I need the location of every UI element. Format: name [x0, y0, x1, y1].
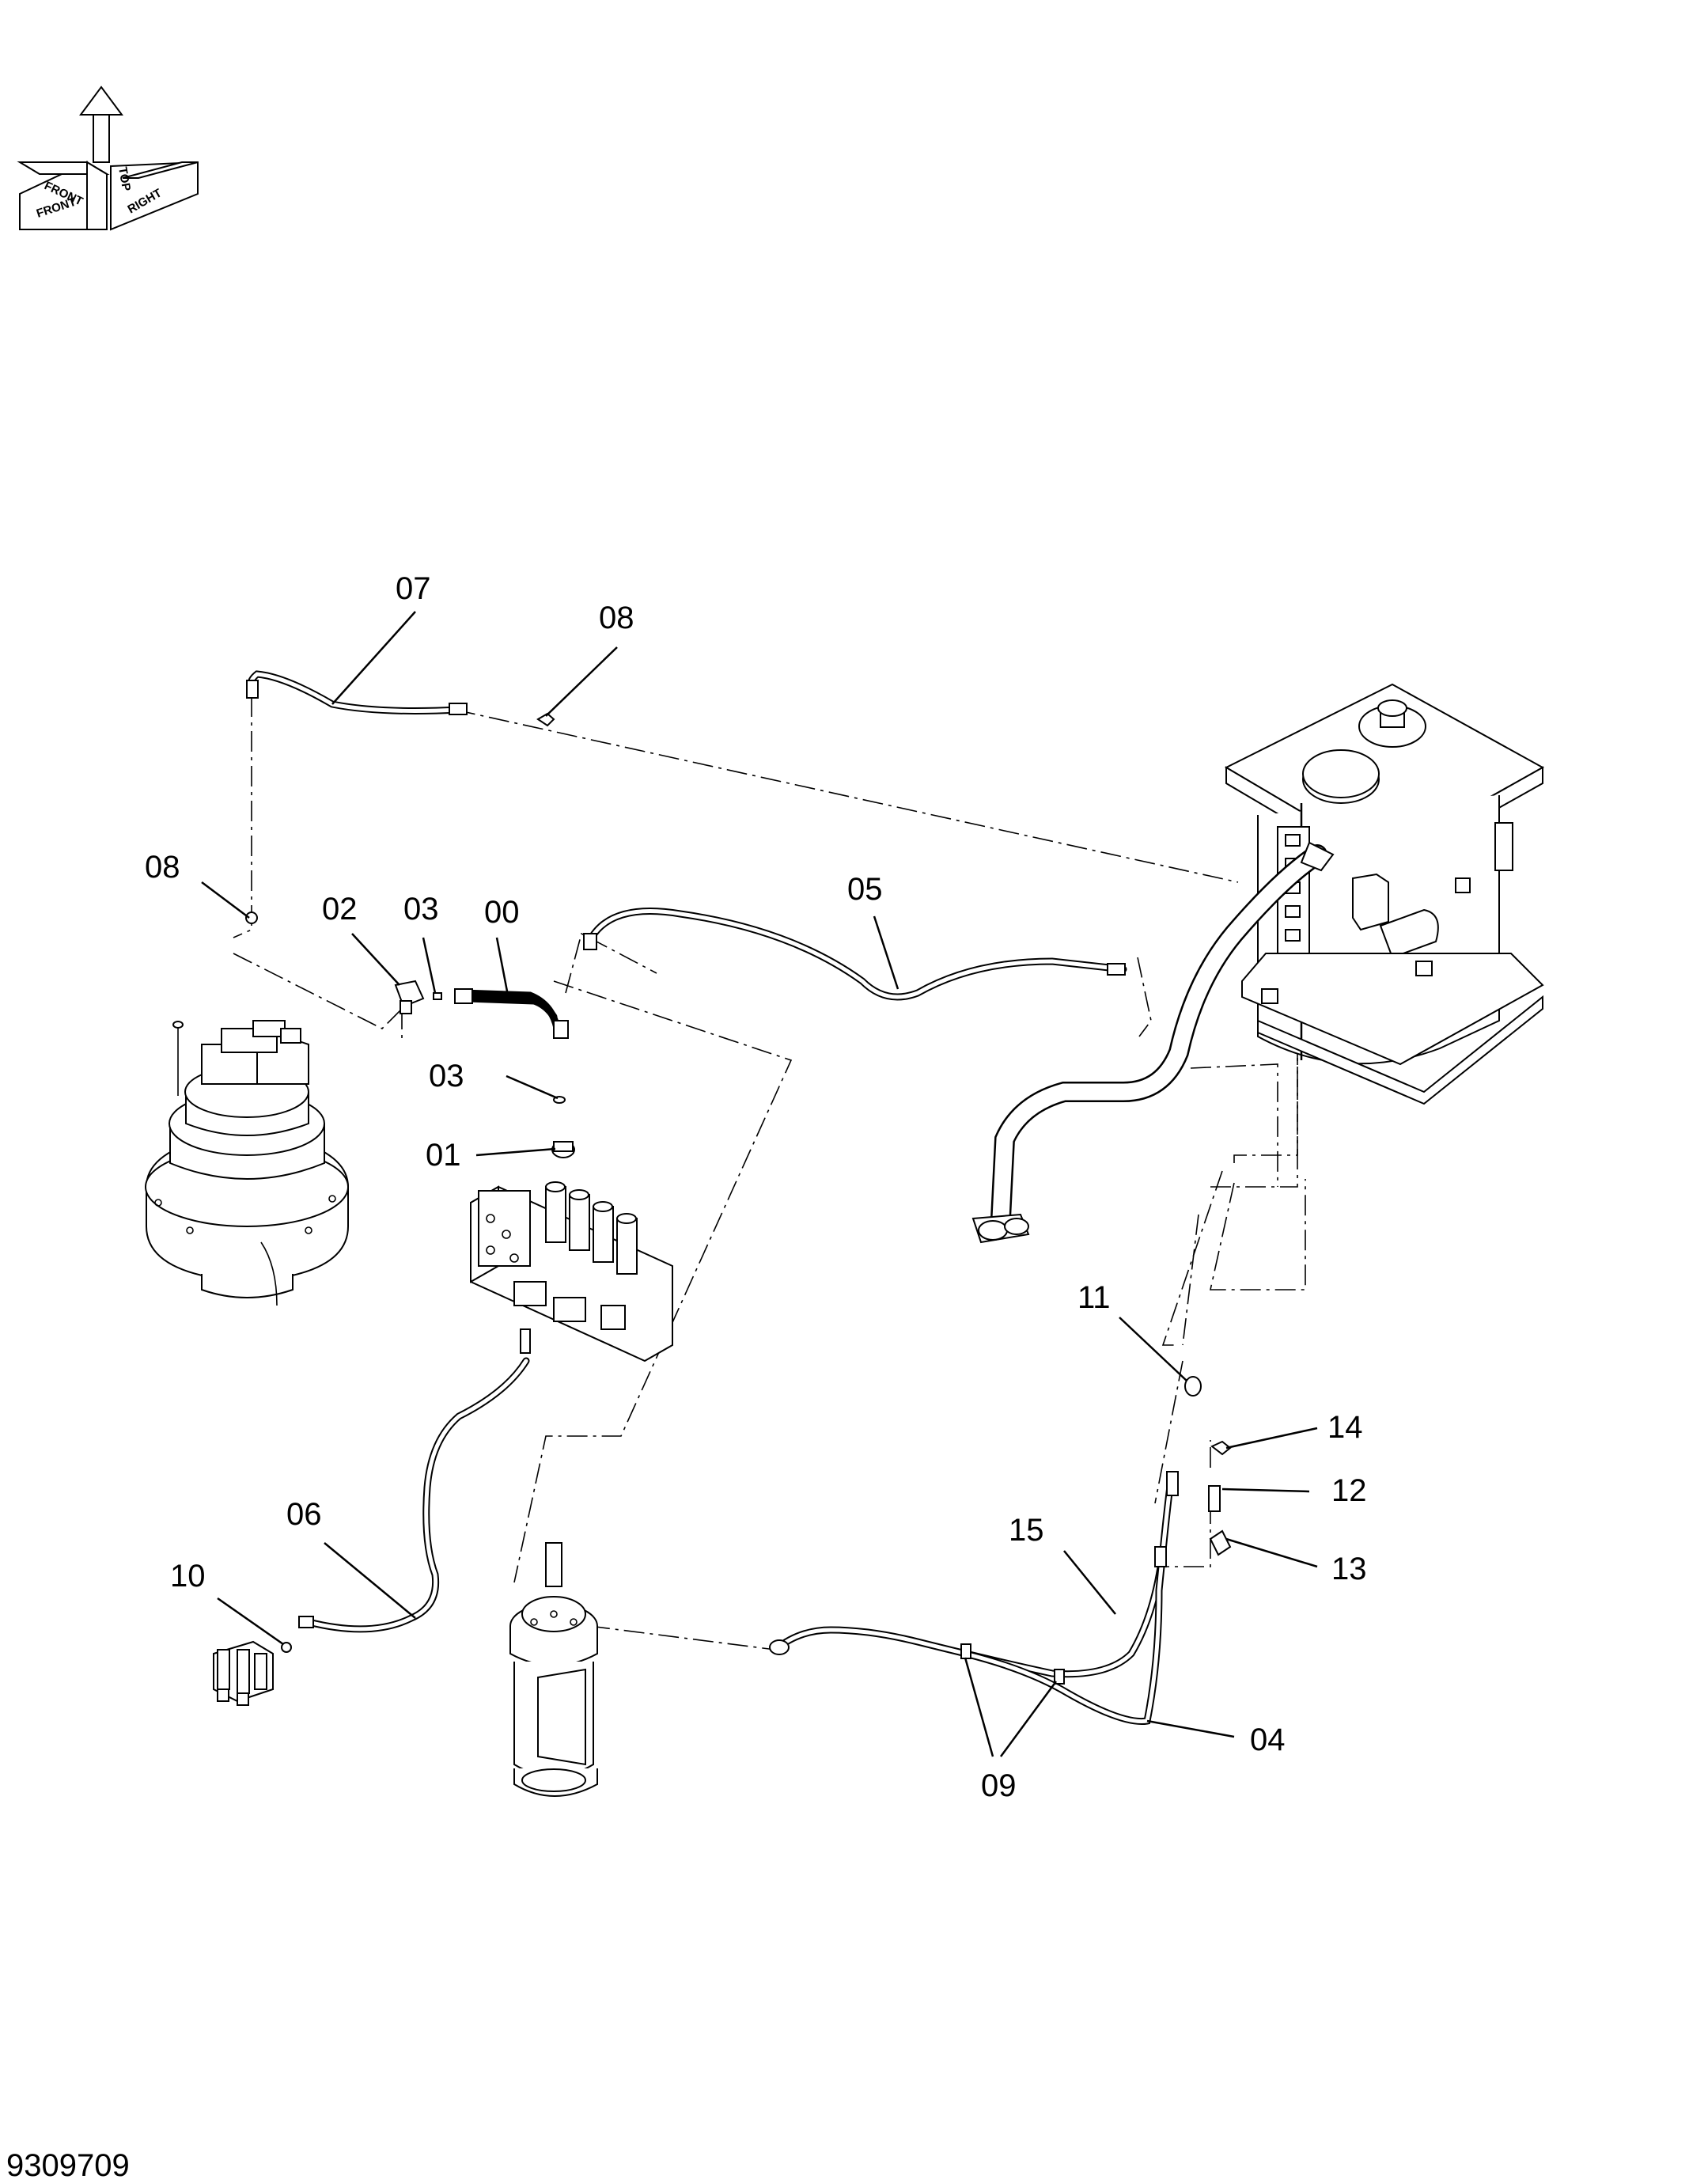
callout-04: 04	[1250, 1723, 1286, 1757]
callout-08-top: 08	[599, 601, 634, 635]
callout-00: 00	[484, 895, 520, 930]
pilot-valve	[213, 1640, 274, 1706]
callout-01: 01	[426, 1138, 461, 1173]
tank-return-hose	[971, 841, 1335, 1244]
callout-07: 07	[396, 571, 431, 606]
callout-05: 05	[847, 872, 883, 907]
control-valve	[470, 1181, 673, 1362]
callout-06: 06	[286, 1497, 322, 1532]
fittings	[245, 712, 1232, 1685]
drawing-number: 9309709	[6, 2148, 130, 2183]
orient-top-label: TOP	[116, 166, 133, 192]
callout-14: 14	[1327, 1410, 1363, 1445]
callout-03-top: 03	[403, 892, 439, 927]
hoses	[246, 670, 1179, 1726]
callout-10: 10	[170, 1559, 206, 1594]
callout-03-bottom: 03	[429, 1059, 464, 1093]
callout-12: 12	[1331, 1473, 1367, 1508]
swing-motor	[145, 1020, 349, 1306]
center-joint	[509, 1542, 598, 1797]
callout-11: 11	[1077, 1280, 1111, 1315]
callout-08-left: 08	[145, 850, 180, 885]
callout-09: 09	[981, 1768, 1017, 1803]
orientation-compass-icon: FRONT TOP FRONT RIGHT	[17, 85, 199, 231]
connection-lines	[233, 696, 1306, 1651]
callout-labels: 07 08 08 02 03 00 05 03 01 06 10 11 14 1…	[145, 571, 1367, 1803]
callout-02: 02	[322, 892, 358, 927]
callout-15: 15	[1009, 1513, 1044, 1548]
callout-13: 13	[1331, 1552, 1367, 1586]
leader-lines	[201, 611, 1318, 1757]
